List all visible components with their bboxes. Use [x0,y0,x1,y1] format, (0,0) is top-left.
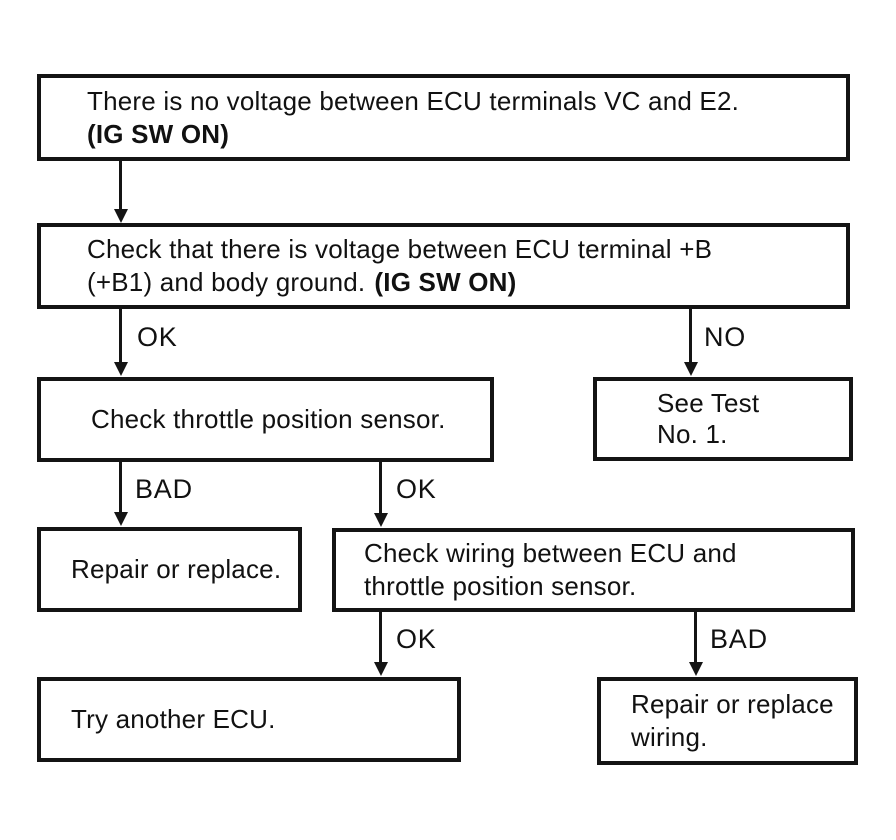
node-text: Repair or replace. [71,554,282,584]
node-problem-statement: There is no voltage between ECU terminal… [37,74,850,161]
arrow-check-b-ok [114,309,128,376]
arrow-problem-to-check-b [114,161,128,223]
edge-label-wiring-bad: BAD [710,624,768,654]
node-text: Check that there is voltage between ECU … [87,234,713,264]
node-text: Try another ECU. [71,704,276,734]
node-see-test-no1: See Test No. 1. [593,377,853,461]
node-text: Check throttle position sensor. [91,404,446,434]
arrow-tps-ok [374,462,388,527]
node-text: wiring. [631,722,708,752]
arrow-wiring-bad [689,612,703,676]
node-check-tps: Check throttle position sensor. [37,377,494,462]
edge-label-wiring-ok: OK [396,624,437,654]
edge-label-tps-ok: OK [396,474,437,504]
edge-label-check-b-ok: OK [137,322,178,352]
node-check-b-voltage: Check that there is voltage between ECU … [37,223,850,309]
node-text: Check wiring between ECU and [364,538,737,568]
node-text: No. 1. [657,419,728,449]
node-text: Repair or replace [631,689,834,719]
node-text-bold: (IG SW ON) [87,118,230,149]
node-text: throttle position sensor. [364,571,637,601]
edge-label-check-b-no: NO [704,322,747,352]
node-text: See Test [657,388,760,418]
node-text-line2: (+B1) and body ground.(IG SW ON) [87,267,517,297]
arrow-check-b-no [684,309,698,376]
node-repair-or-replace: Repair or replace. [37,527,302,612]
node-repair-wiring: Repair or replace wiring. [597,677,858,765]
arrow-tps-bad [114,462,128,526]
edge-label-tps-bad: BAD [135,474,193,504]
arrow-wiring-ok [374,612,388,676]
node-try-another-ecu: Try another ECU. [37,677,461,762]
node-check-wiring: Check wiring between ECU and throttle po… [332,528,855,612]
node-text: There is no voltage between ECU terminal… [87,85,740,116]
